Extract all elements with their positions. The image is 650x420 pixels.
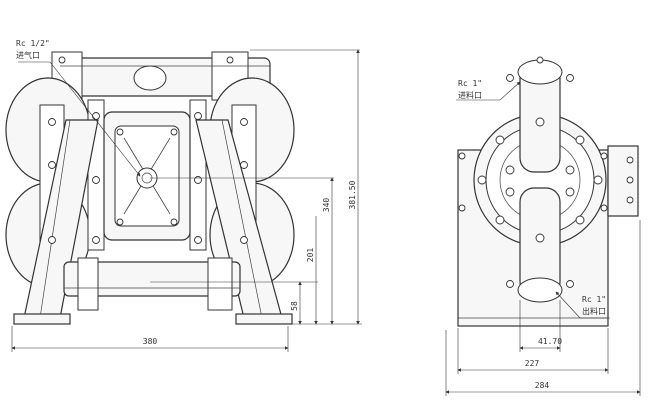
bottom-left-flange	[77, 257, 99, 311]
dim-height-340: 340	[322, 198, 331, 213]
outlet-flange	[517, 277, 563, 303]
left-foot	[13, 313, 71, 325]
front-view: Rc 1/2" 进气口 380 381.50 340 201 58	[5, 39, 362, 352]
dim-width-380: 380	[143, 337, 158, 346]
dim-height-201: 201	[306, 248, 315, 263]
bottom-right-flange	[207, 257, 233, 311]
inlet-spec: Rc 1"	[458, 79, 482, 88]
exhaust-block	[607, 145, 639, 217]
inlet-label: 进料口	[458, 90, 482, 100]
dim-227: 227	[525, 359, 540, 368]
dim-41-70: 41.70	[538, 337, 562, 346]
outlet-label: 出料口	[582, 306, 606, 316]
air-inlet-label: 进气口	[16, 50, 40, 60]
outlet-spec: Rc 1"	[582, 295, 606, 304]
side-bolts	[458, 117, 608, 243]
dim-height-58: 58	[290, 301, 299, 311]
side-view: Rc 1" 进料口 Rc 1" 出料口 41.70 227 284	[445, 56, 641, 396]
right-foot	[235, 313, 293, 325]
top-port-opening	[133, 65, 167, 91]
inlet-flange	[517, 59, 563, 85]
dim-284: 284	[535, 381, 550, 390]
bottom-manifold	[63, 261, 241, 297]
dim-height-381-50: 381.50	[348, 180, 357, 209]
air-inlet-spec: Rc 1/2"	[16, 39, 50, 48]
